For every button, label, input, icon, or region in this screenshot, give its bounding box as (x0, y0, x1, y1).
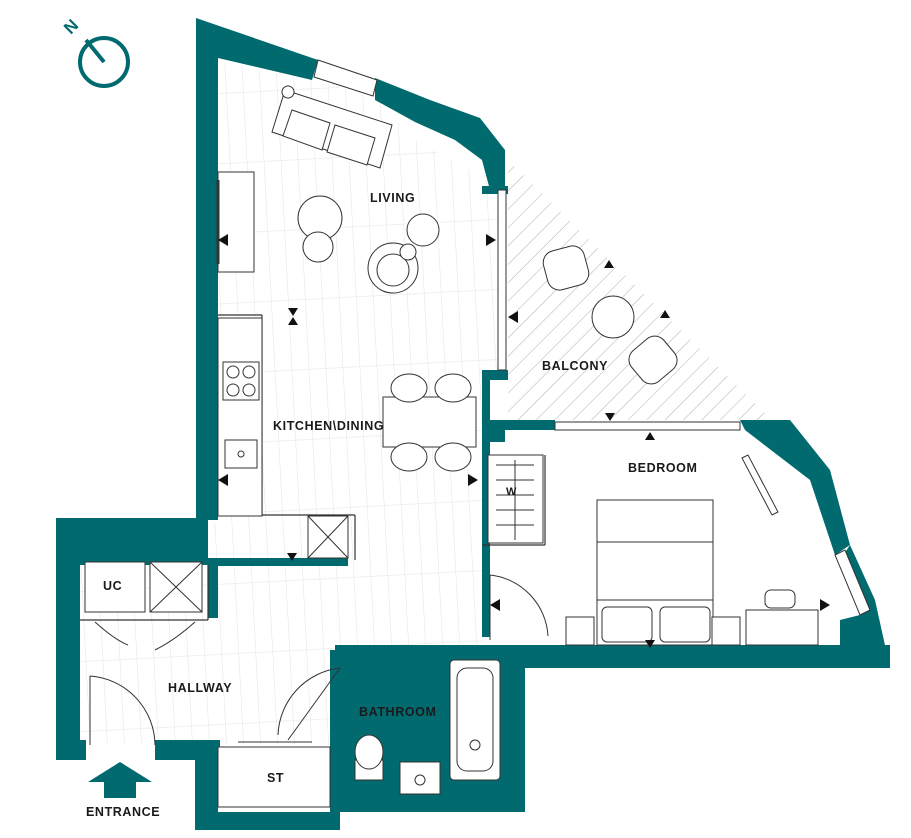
round-coffee-table-icon (297, 195, 440, 263)
room-label-utility-cupboard: UC (103, 579, 122, 593)
dimension-markers (218, 234, 830, 648)
room-label-balcony: BALCONY (542, 359, 608, 373)
room-label-bathroom: BATHROOM (359, 705, 436, 719)
windows (313, 59, 871, 616)
armchair-icon (367, 242, 419, 294)
dining-table-icon (382, 373, 477, 472)
bathtub-icon (449, 659, 501, 781)
utility-cupboard (84, 561, 146, 613)
double-bed-icon (596, 499, 714, 646)
balcony-chair-icon (542, 245, 678, 385)
toilet-icon (354, 734, 384, 781)
room-label-bedroom: BEDROOM (628, 461, 697, 475)
balcony-floor (508, 160, 772, 420)
boiler-icon (149, 561, 203, 613)
north-label: N (60, 16, 82, 38)
room-label-kitchen-dining: KITCHEN\DINING (273, 419, 384, 433)
north-compass-icon: N (60, 16, 130, 88)
room-label-wardrobe: W (506, 486, 517, 498)
bedside-table (711, 616, 741, 646)
room-label-living: LIVING (370, 191, 415, 205)
entrance-arrow-icon (88, 762, 152, 798)
desk-icon (745, 589, 819, 646)
entrance-label: ENTRANCE (86, 805, 160, 819)
storage-cupboard (217, 746, 331, 808)
wardrobe-icon (487, 454, 544, 544)
basin-icon (399, 761, 441, 795)
room-label-hallway: HALLWAY (168, 681, 232, 695)
sofa-icon (271, 85, 393, 169)
tv-unit-icon (216, 171, 255, 273)
bedside-table (565, 616, 595, 646)
room-label-storage: ST (267, 771, 284, 785)
doors (89, 574, 549, 746)
